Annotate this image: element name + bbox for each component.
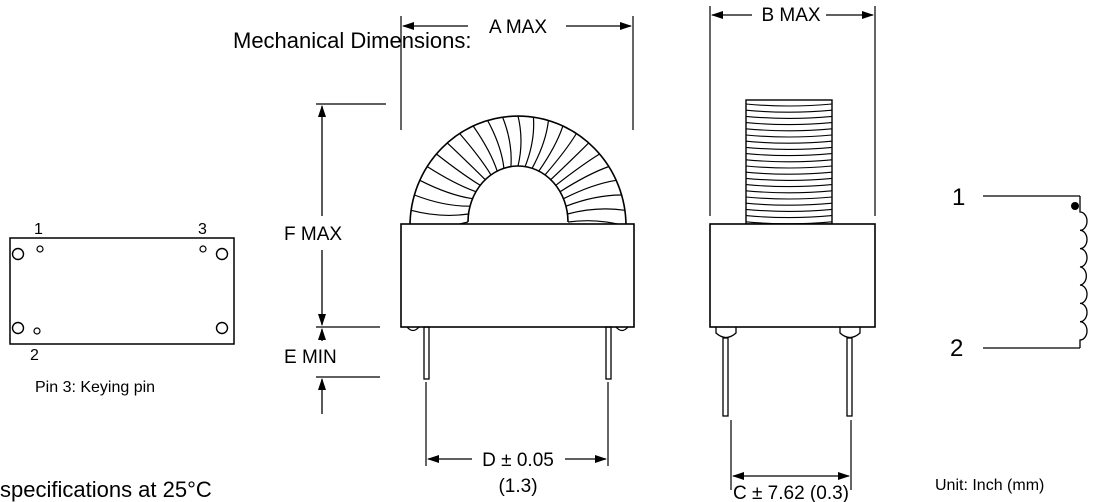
dimension-c-label: C ± 7.62 (0.3) xyxy=(733,483,849,502)
winding-turn xyxy=(563,179,617,200)
coil-turn xyxy=(745,140,833,144)
coil-turn xyxy=(745,103,833,107)
coil-turn xyxy=(745,215,833,219)
footprint-view: 1 3 2 Pin 3: Keying pin xyxy=(9,221,235,396)
coil-turn xyxy=(745,208,833,212)
winding-turn xyxy=(555,153,600,186)
coil-turn xyxy=(745,153,833,157)
winding-turn xyxy=(544,133,577,176)
coil-turn xyxy=(745,190,833,194)
coil-turn xyxy=(745,122,833,126)
winding-turn xyxy=(550,142,590,181)
coil-turn xyxy=(745,159,833,163)
page-title: Mechanical Dimensions: xyxy=(233,28,471,53)
winding-turn xyxy=(567,208,625,215)
winding-turn xyxy=(472,125,498,172)
footprint-pin-3-label: 3 xyxy=(198,221,207,238)
dimension-a-label: A MAX xyxy=(489,17,547,38)
dimension-d-label: D ± 0.05 xyxy=(482,450,554,471)
unit-note: Unit: Inch (mm) xyxy=(935,477,1044,494)
coil-turn xyxy=(745,109,833,113)
schematic-pin-2-label: 2 xyxy=(950,335,963,362)
winding-turn xyxy=(426,165,477,193)
coil-turn xyxy=(745,115,833,119)
coil-turn xyxy=(745,134,833,138)
dimension-f-e xyxy=(316,103,386,414)
schematic-pin-1-label: 1 xyxy=(952,184,965,211)
dimension-e-label: E MIN xyxy=(284,347,337,368)
inductor-schematic xyxy=(983,195,1088,349)
coil-turn xyxy=(745,177,833,181)
coil-turn xyxy=(745,171,833,175)
coil-turn xyxy=(745,146,833,150)
side-view xyxy=(709,6,876,490)
winding-turn xyxy=(459,133,492,176)
coil-turn xyxy=(745,202,833,206)
winding-turn xyxy=(559,165,610,193)
specifications-note: specifications at 25°C xyxy=(0,477,212,502)
keying-pin-note: Pin 3: Keying pin xyxy=(35,379,155,396)
winding-turn xyxy=(517,115,522,167)
dimension-b-label: B MAX xyxy=(761,5,820,26)
winding-turn xyxy=(531,120,549,169)
coil-turn xyxy=(745,196,833,200)
winding-turn xyxy=(414,194,471,207)
winding-turn xyxy=(502,116,512,167)
winding-turn xyxy=(446,142,486,181)
winding-turn xyxy=(410,209,469,217)
winding-turn xyxy=(565,194,622,207)
coil-turn xyxy=(745,184,833,188)
winding-turn xyxy=(524,117,535,167)
winding-turn xyxy=(538,125,564,172)
dimension-d-mm-label: (1.3) xyxy=(498,476,537,497)
winding-turn xyxy=(419,179,473,200)
winding-turn xyxy=(487,120,505,169)
polarity-dot xyxy=(1071,202,1079,210)
dimension-f-label: F MAX xyxy=(284,224,342,245)
front-view xyxy=(400,16,635,466)
winding-turn xyxy=(436,153,481,186)
coil-turn xyxy=(745,128,833,132)
coil-turn xyxy=(745,165,833,169)
footprint-pin-1-label: 1 xyxy=(34,221,43,238)
footprint-pin-2-label: 2 xyxy=(30,347,39,364)
